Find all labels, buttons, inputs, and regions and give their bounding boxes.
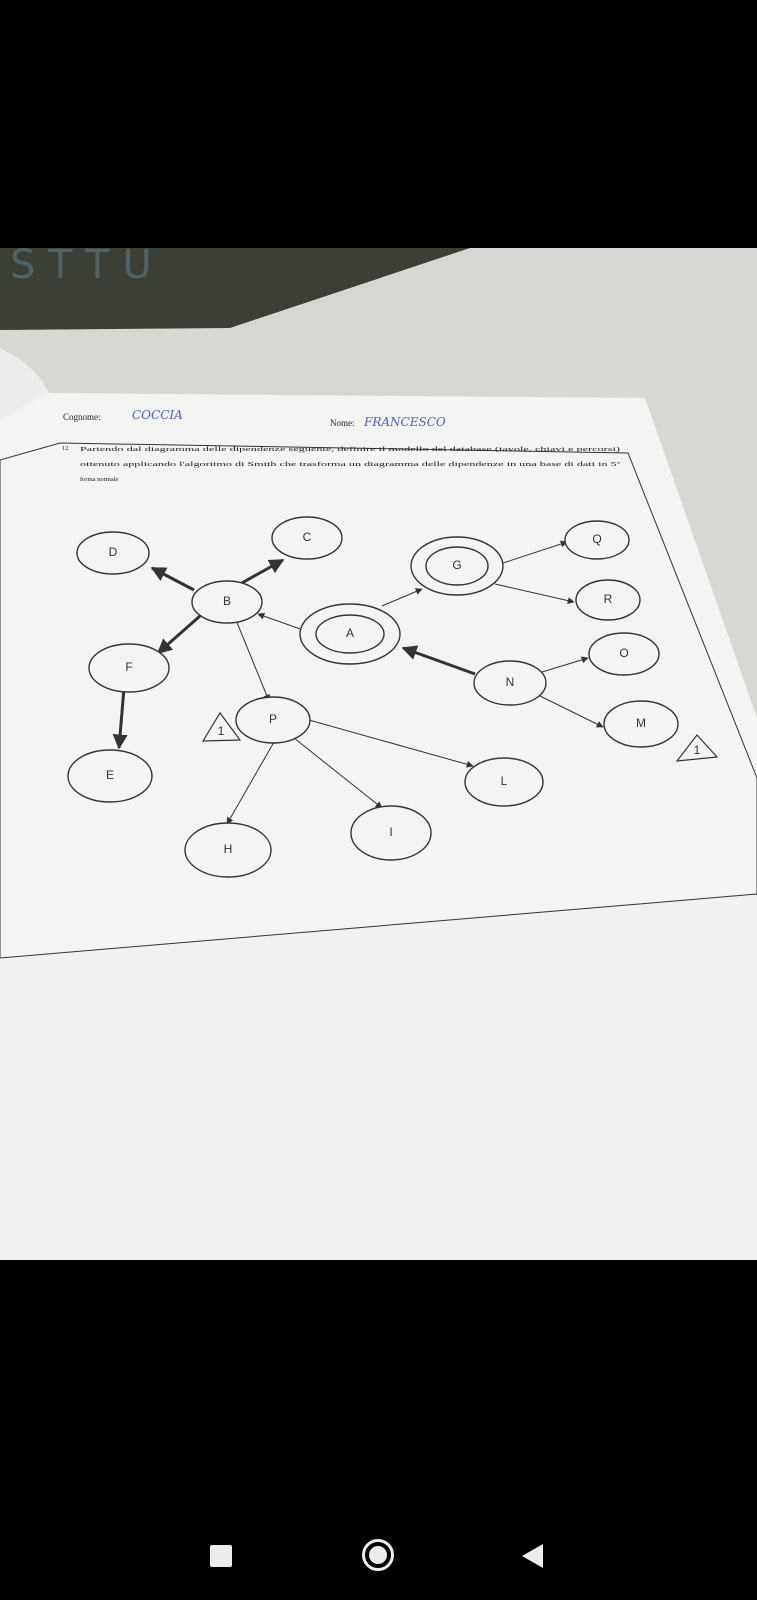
node-label-o: O bbox=[619, 646, 628, 660]
node-label-m: M bbox=[636, 716, 646, 730]
node-label-f: F bbox=[125, 660, 132, 674]
recent-apps-square-icon[interactable] bbox=[210, 1545, 232, 1567]
node-r bbox=[575, 579, 641, 621]
node-label-a: A bbox=[346, 626, 354, 640]
triangle-marker-p bbox=[201, 711, 242, 742]
node-c bbox=[271, 516, 343, 560]
triangle-marker-p-label: 1 bbox=[218, 724, 225, 738]
home-circle-icon[interactable] bbox=[362, 1539, 394, 1571]
photo-viewer: S T T U Cognome: COCCIA Nome: FRANCESCO … bbox=[0, 248, 757, 1260]
node-label-q: Q bbox=[592, 532, 601, 546]
surname-value: COCCIA bbox=[132, 408, 183, 422]
node-i bbox=[350, 805, 432, 861]
node-d bbox=[76, 531, 150, 575]
node-label-l: L bbox=[501, 774, 508, 788]
node-label-h: H bbox=[224, 842, 233, 856]
diagram-edges bbox=[112, 540, 604, 825]
node-label-p: P bbox=[269, 712, 277, 726]
question-line-2: ottenuto applicando l'algoritmo di Smith… bbox=[80, 461, 620, 468]
back-triangle-icon[interactable] bbox=[522, 1544, 543, 1568]
surname-label: Cognome: bbox=[63, 412, 101, 422]
question-number: 12 bbox=[62, 445, 69, 452]
diagram-nodes bbox=[67, 516, 679, 878]
node-a-inner bbox=[315, 614, 385, 654]
name-value: FRANCESCO bbox=[363, 415, 446, 429]
node-m bbox=[603, 700, 679, 748]
node-n bbox=[473, 660, 547, 706]
node-h bbox=[184, 822, 272, 878]
node-l bbox=[464, 757, 544, 807]
document-photo: S T T U Cognome: COCCIA Nome: FRANCESCO … bbox=[0, 248, 757, 1260]
node-labels: D C G Q B R A O F N P M E L H I bbox=[106, 530, 646, 856]
svg-text:S T T U: S T T U bbox=[10, 248, 152, 288]
node-o bbox=[588, 632, 660, 676]
triangle-marker-m bbox=[675, 734, 719, 762]
triangle-markers: 1 1 bbox=[201, 711, 719, 762]
node-label-c: C bbox=[303, 530, 312, 544]
question-line-1: Partendo dal diagramma delle dipendenze … bbox=[80, 446, 620, 453]
question-frame bbox=[0, 442, 757, 959]
keyboard-edge bbox=[0, 248, 470, 330]
node-label-e: E bbox=[106, 768, 114, 782]
node-label-n: N bbox=[506, 675, 515, 689]
name-label: Nome: bbox=[330, 418, 355, 428]
node-label-i: I bbox=[389, 825, 392, 839]
triangle-marker-m-label: 1 bbox=[694, 743, 701, 757]
node-f bbox=[88, 643, 170, 693]
node-g-inner bbox=[425, 546, 489, 586]
node-label-g: G bbox=[452, 558, 461, 572]
question-line-3: forma normale bbox=[80, 476, 119, 483]
node-label-b: B bbox=[223, 594, 231, 608]
node-label-r: R bbox=[604, 592, 613, 606]
node-q bbox=[564, 520, 630, 560]
node-p bbox=[235, 696, 311, 744]
node-e bbox=[67, 749, 153, 803]
node-label-d: D bbox=[109, 545, 118, 559]
node-b bbox=[191, 580, 263, 624]
